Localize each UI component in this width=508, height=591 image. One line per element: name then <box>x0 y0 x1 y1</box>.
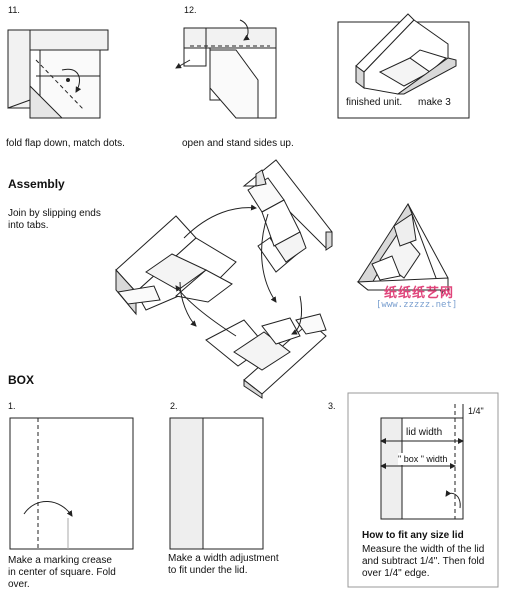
box-step2-line2: to fit under the lid. <box>168 565 248 576</box>
box-step2-line1: Make a width adjustment <box>168 553 279 564</box>
fit-lid-title: How to fit any size lid <box>362 530 464 541</box>
fit-lid-line1: Measure the width of the lid <box>362 544 485 555</box>
assembly-figure <box>115 159 333 399</box>
step11-figure <box>7 29 109 119</box>
step12-figure <box>175 19 277 119</box>
finished-unit-figure <box>337 13 470 119</box>
watermark-logo: 纸纸纸艺网 <box>384 286 455 301</box>
step12-caption: open and stand sides up. <box>182 138 294 149</box>
box-step1-line3: over. <box>8 579 30 590</box>
fit-lid-line3: over 1/4" edge. <box>362 568 430 579</box>
box-step2-number: 2. <box>170 401 178 411</box>
fit-lid-line2: and subtract 1/4". Then fold <box>362 556 485 567</box>
finished-unit-caption: finished unit. <box>346 97 403 108</box>
box-width-label: " box " width <box>398 453 448 465</box>
watermark-url: [www.zzzzz.net] <box>376 300 458 310</box>
box-step1-line1: Make a marking crease <box>8 555 112 566</box>
assembly-instruction-line1: Join by slipping ends <box>8 208 101 219</box>
step11-caption: fold flap down, match dots. <box>6 138 125 149</box>
lid-width-label: lid width <box>406 427 443 439</box>
assembly-instruction-line2: into tabs. <box>8 220 49 231</box>
box-step3-number: 3. <box>328 401 336 411</box>
quarter-inch-label: 1/4" <box>468 406 484 416</box>
box-step1-line2: in center of square. Fold <box>8 567 116 578</box>
step12-number: 12. <box>184 5 197 15</box>
box-step1-number: 1. <box>8 401 16 411</box>
box-heading: BOX <box>8 373 35 387</box>
assembly-heading: Assembly <box>8 177 65 191</box>
assembled-triangle-figure <box>356 202 449 296</box>
box-step1-figure <box>9 417 134 550</box>
step11-number: 11. <box>8 5 20 15</box>
make-three-caption: make 3 <box>418 97 451 108</box>
box-step3-figure <box>347 392 499 588</box>
box-step2-figure <box>169 417 264 550</box>
